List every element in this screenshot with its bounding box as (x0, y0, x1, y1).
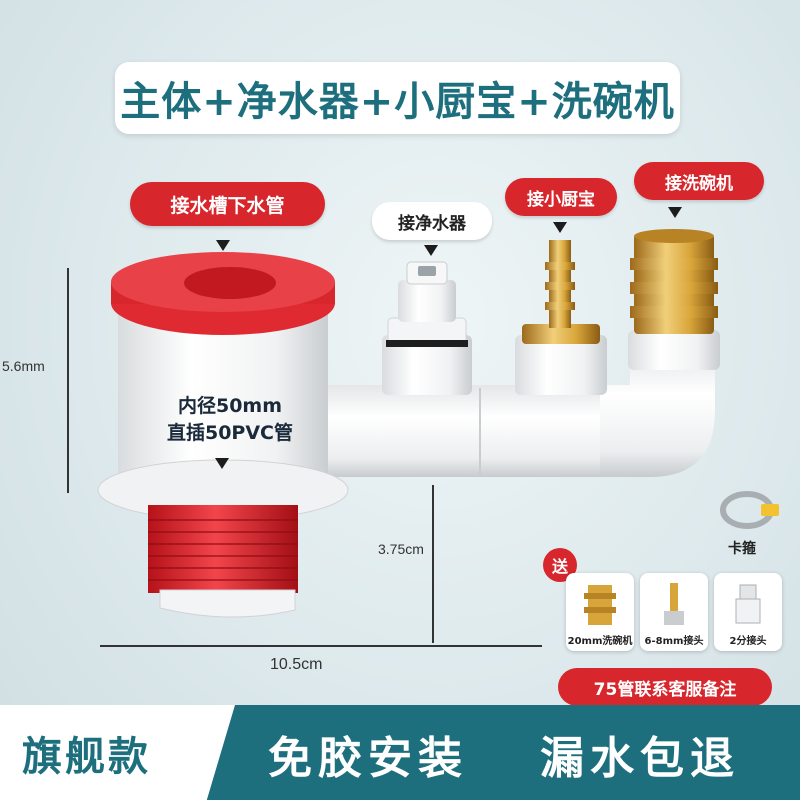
manifold-pipe (300, 385, 620, 477)
pointer-dishwasher-icon (668, 207, 682, 218)
pointer-sink-drain-icon (216, 240, 230, 251)
gift-small-connector: 6-8mm接头 (640, 573, 708, 651)
width-dimension-line (100, 645, 542, 647)
width-dimension-label: 10.5cm (270, 656, 323, 673)
tag-kitchen-heater: 接小厨宝 (505, 178, 617, 216)
pointer-kitchen-heater-icon (553, 222, 567, 233)
gift-label-3: 2分接头 (729, 636, 767, 647)
gift-dishwasher-nozzle: 20mm洗碗机 (566, 573, 634, 651)
tag-water-purifier: 接净水器 (372, 202, 492, 240)
height-dimension-label: 5.6mm (2, 358, 45, 374)
slogan-glue-free: 免胶安装 (268, 733, 468, 784)
slogan-leak-refund: 漏水包退 (540, 733, 740, 784)
height-dimension-line (67, 268, 69, 493)
flagship-label: 旗舰款 (22, 733, 151, 780)
title-banner: 主体+净水器+小厨宝+洗碗机 (115, 62, 680, 134)
note-badge: 75管联系客服备注 (558, 668, 772, 706)
gift-label-1: 20mm洗碗机 (567, 636, 633, 647)
elbow-pipe (600, 350, 715, 477)
gift-label-2: 6-8mm接头 (644, 636, 704, 647)
branch-dimension-line (432, 485, 434, 643)
gift-quarter-connector: 2分接头 (714, 573, 782, 651)
small-connector-icon (664, 583, 684, 625)
pointer-water-purifier-icon (424, 245, 438, 256)
flagship-badge: 旗舰款 (0, 705, 235, 800)
tag-dishwasher: 接洗碗机 (634, 162, 764, 200)
inner-spec-pointer-icon (215, 458, 229, 469)
inner-spec-line1: 内径50mm (177, 395, 283, 417)
title-text: 主体+净水器+小厨宝+洗碗机 (120, 79, 675, 125)
branch-dimension-label: 3.75cm (378, 541, 424, 557)
quarter-connector-icon (735, 584, 761, 624)
inner-spec: 内径50mm 直插50PVC管 (150, 393, 310, 447)
clamp-label: 卡箍 (728, 541, 756, 557)
hose-clamp-icon (720, 491, 779, 529)
brass-nozzle-icon (584, 585, 616, 625)
inner-spec-line2: 直插50PVC管 (166, 422, 293, 444)
tag-sink-drain: 接水槽下水管 (130, 182, 325, 226)
